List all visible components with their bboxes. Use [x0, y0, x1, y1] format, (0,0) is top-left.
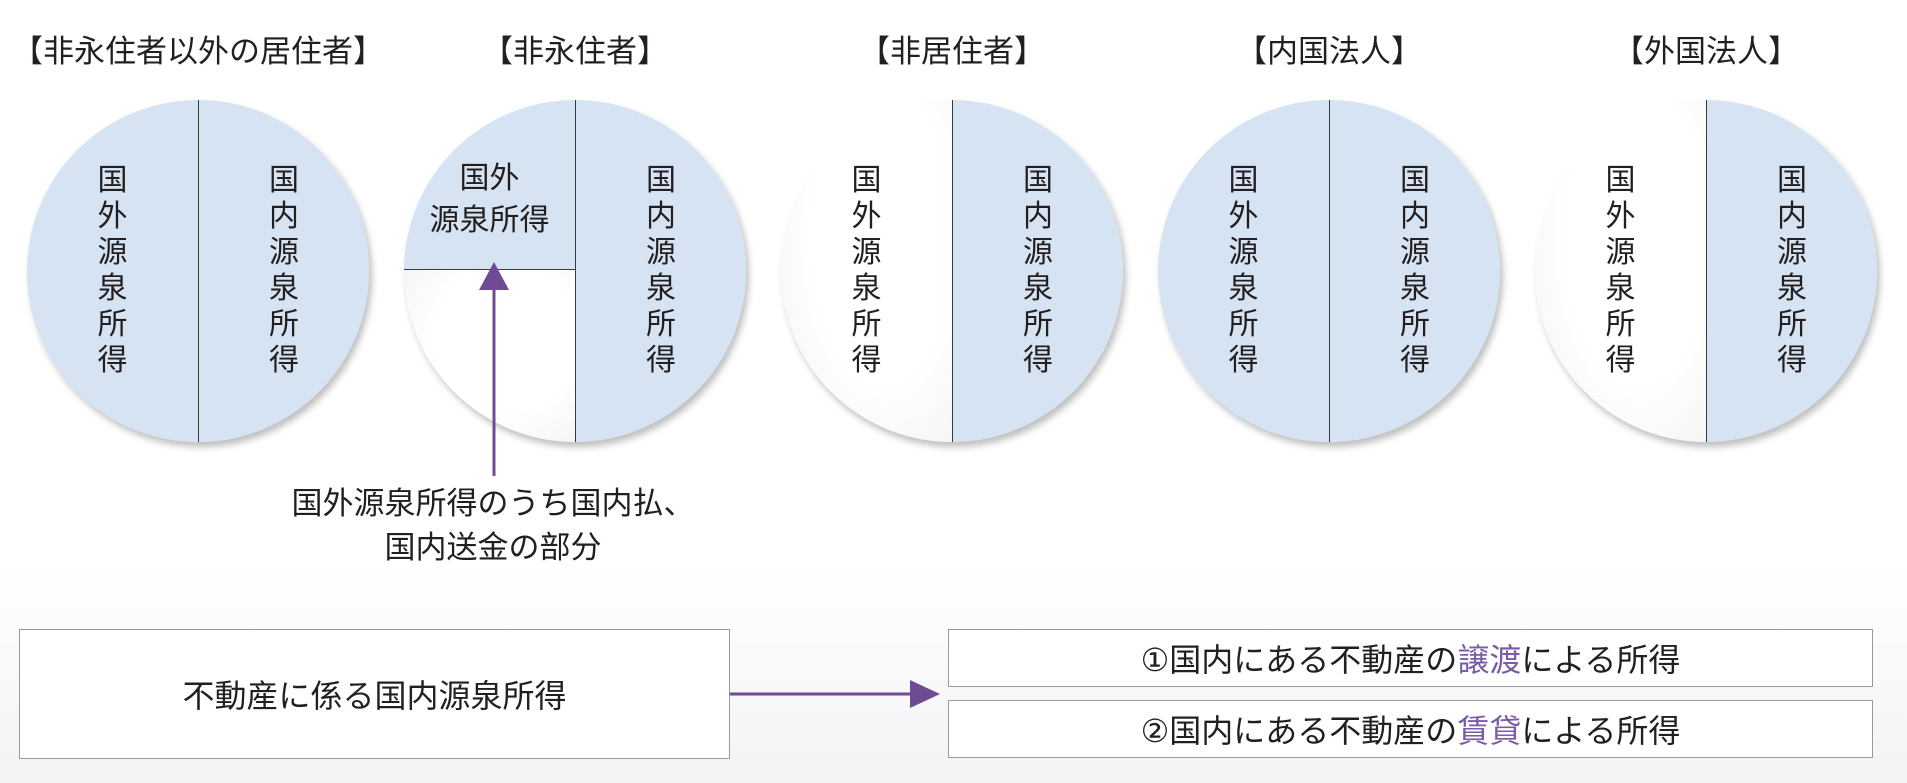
heading-domestic-corporation: 【内国法人】 [1236, 34, 1422, 70]
domestic-income-half: 国内源泉所得 [198, 100, 369, 442]
box-arrow [730, 680, 940, 708]
circle-non-permanent-resident: 国外 源泉所得 国内源泉所得 [404, 100, 746, 442]
circle-resident: 国外源泉所得 国内源泉所得 [27, 100, 369, 442]
circle-non-resident: 国外源泉所得 国内源泉所得 [781, 100, 1123, 442]
heading-non-resident: 【非居住者】 [859, 34, 1045, 70]
foreign-income-half: 国外源泉所得 [27, 100, 198, 442]
lease-prefix: ②国内にある不動産の [1140, 712, 1458, 750]
heading-resident: 【非永住者以外の居住者】 [12, 34, 384, 70]
transfer-suffix: による所得 [1521, 641, 1681, 679]
lease-highlight: 賃貸 [1457, 712, 1522, 750]
foreign-income-label: 国外源泉所得 [1605, 163, 1636, 378]
domestic-income-label: 国内源泉所得 [1023, 163, 1053, 378]
foreign-income-half: 国外源泉所得 [781, 100, 952, 442]
heading-foreign-corporation: 【外国法人】 [1613, 34, 1799, 70]
domestic-income-label: 国内源泉所得 [1400, 163, 1430, 378]
circle-domestic-corporation: 国外源泉所得 国内源泉所得 [1158, 100, 1500, 442]
transfer-highlight: 譲渡 [1457, 641, 1522, 679]
real-estate-lease-box: ②国内にある不動産の賃貸による所得 [948, 700, 1873, 758]
domestic-income-half: 国内源泉所得 [575, 100, 746, 442]
foreign-income-taxed-portion: 国外 源泉所得 [404, 100, 575, 270]
domestic-income-label: 国内源泉所得 [269, 163, 299, 378]
circle-foreign-corporation: 国外源泉所得 国内源泉所得 [1535, 100, 1877, 442]
real-estate-transfer-box: ①国内にある不動産の譲渡による所得 [948, 629, 1873, 687]
foreign-income-half: 国外源泉所得 [1535, 100, 1706, 442]
foreign-income-label: 国外源泉所得 [97, 163, 128, 378]
foreign-income-label: 国外源泉所得 [1228, 163, 1259, 378]
foreign-income-untaxed-portion [404, 270, 575, 442]
lease-suffix: による所得 [1521, 712, 1681, 750]
foreign-income-half: 国外源泉所得 [1158, 100, 1329, 442]
domestic-income-half: 国内源泉所得 [1706, 100, 1877, 442]
domestic-income-half: 国内源泉所得 [1329, 100, 1500, 442]
transfer-prefix: ①国内にある不動産の [1140, 641, 1458, 679]
real-estate-income-box: 不動産に係る国内源泉所得 [19, 629, 730, 759]
domestic-income-half: 国内源泉所得 [952, 100, 1123, 442]
foreign-income-label: 国外源泉所得 [851, 163, 882, 378]
heading-non-permanent-resident: 【非永住者】 [482, 34, 668, 70]
domestic-payment-note: 国外源泉所得のうち国内払、 国内送金の部分 [291, 486, 695, 566]
foreign-income-half: 国外 源泉所得 [404, 100, 575, 442]
domestic-income-label: 国内源泉所得 [646, 163, 676, 378]
foreign-income-label: 国外 源泉所得 [429, 161, 550, 238]
domestic-income-label: 国内源泉所得 [1777, 163, 1807, 378]
note-arrow [479, 262, 509, 476]
